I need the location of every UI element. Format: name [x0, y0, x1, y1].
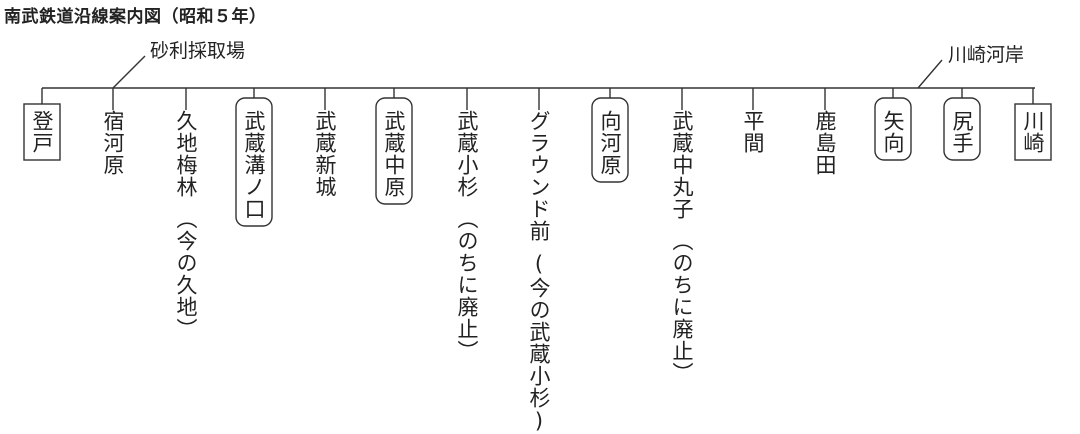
station-3: 久地梅林 （今の久地） [174, 110, 198, 340]
station-8: グラウンド前 (今の武蔵小杉) [527, 110, 551, 434]
station-note: （のちに廃止） [455, 208, 479, 362]
station-6: 武蔵中原 [382, 110, 406, 198]
station-name: 鹿島田 [813, 110, 837, 176]
station-name: 武蔵溝ノ口 [242, 110, 266, 220]
station-frame [943, 97, 981, 161]
station-name: 向河原 [598, 110, 622, 176]
station-name: 矢向 [881, 110, 905, 154]
station-note: (今の武蔵小杉) [527, 252, 551, 434]
station-name: 尻手 [950, 110, 974, 154]
station-name: 平間 [741, 110, 765, 154]
station-frame [235, 97, 273, 227]
station-1: 登戸 [30, 110, 54, 154]
station-frame [23, 103, 61, 161]
station-5: 武蔵新城 [313, 110, 337, 198]
diagram-title: 南武鉄道沿線案内図（昭和５年） [4, 7, 267, 27]
station-frame [874, 97, 912, 161]
station-name: 武蔵中丸子 [670, 110, 694, 220]
station-10: 武蔵中丸子 （のちに廃止） [670, 110, 694, 384]
kawasaki-riverbank-spur [917, 59, 943, 89]
station-11: 平間 [741, 110, 765, 154]
station-2: 宿河原 [101, 110, 125, 176]
station-name: 武蔵小杉 [455, 110, 479, 198]
station-name: 武蔵中原 [382, 110, 406, 198]
station-frames [23, 97, 1052, 227]
station-name: 久地梅林 [174, 110, 198, 198]
branch-label-kawasaki-riverbank: 川崎河岸 [948, 44, 1025, 66]
station-name: 登戸 [30, 110, 54, 154]
station-ticks [41, 88, 1034, 110]
station-name: 武蔵新城 [313, 110, 337, 198]
station-frame [375, 97, 413, 205]
station-13: 矢向 [881, 110, 905, 154]
gravel-pit-spur [112, 55, 146, 89]
station-14: 尻手 [950, 110, 974, 154]
station-name: 川崎 [1021, 110, 1045, 154]
station-9: 向河原 [598, 110, 622, 176]
station-note: （のちに廃止） [670, 230, 694, 384]
station-4: 武蔵溝ノ口 [242, 110, 266, 220]
station-name: グラウンド前 [527, 110, 551, 242]
station-12: 鹿島田 [813, 110, 837, 176]
station-7: 武蔵小杉 （のちに廃止） [455, 110, 479, 362]
station-frame [591, 97, 629, 183]
station-15: 川崎 [1021, 110, 1045, 154]
station-frame [1014, 103, 1052, 161]
station-name: 宿河原 [101, 110, 125, 176]
branch-label-gravel-pit: 砂利採取場 [150, 40, 246, 62]
station-note: （今の久地） [174, 208, 198, 340]
